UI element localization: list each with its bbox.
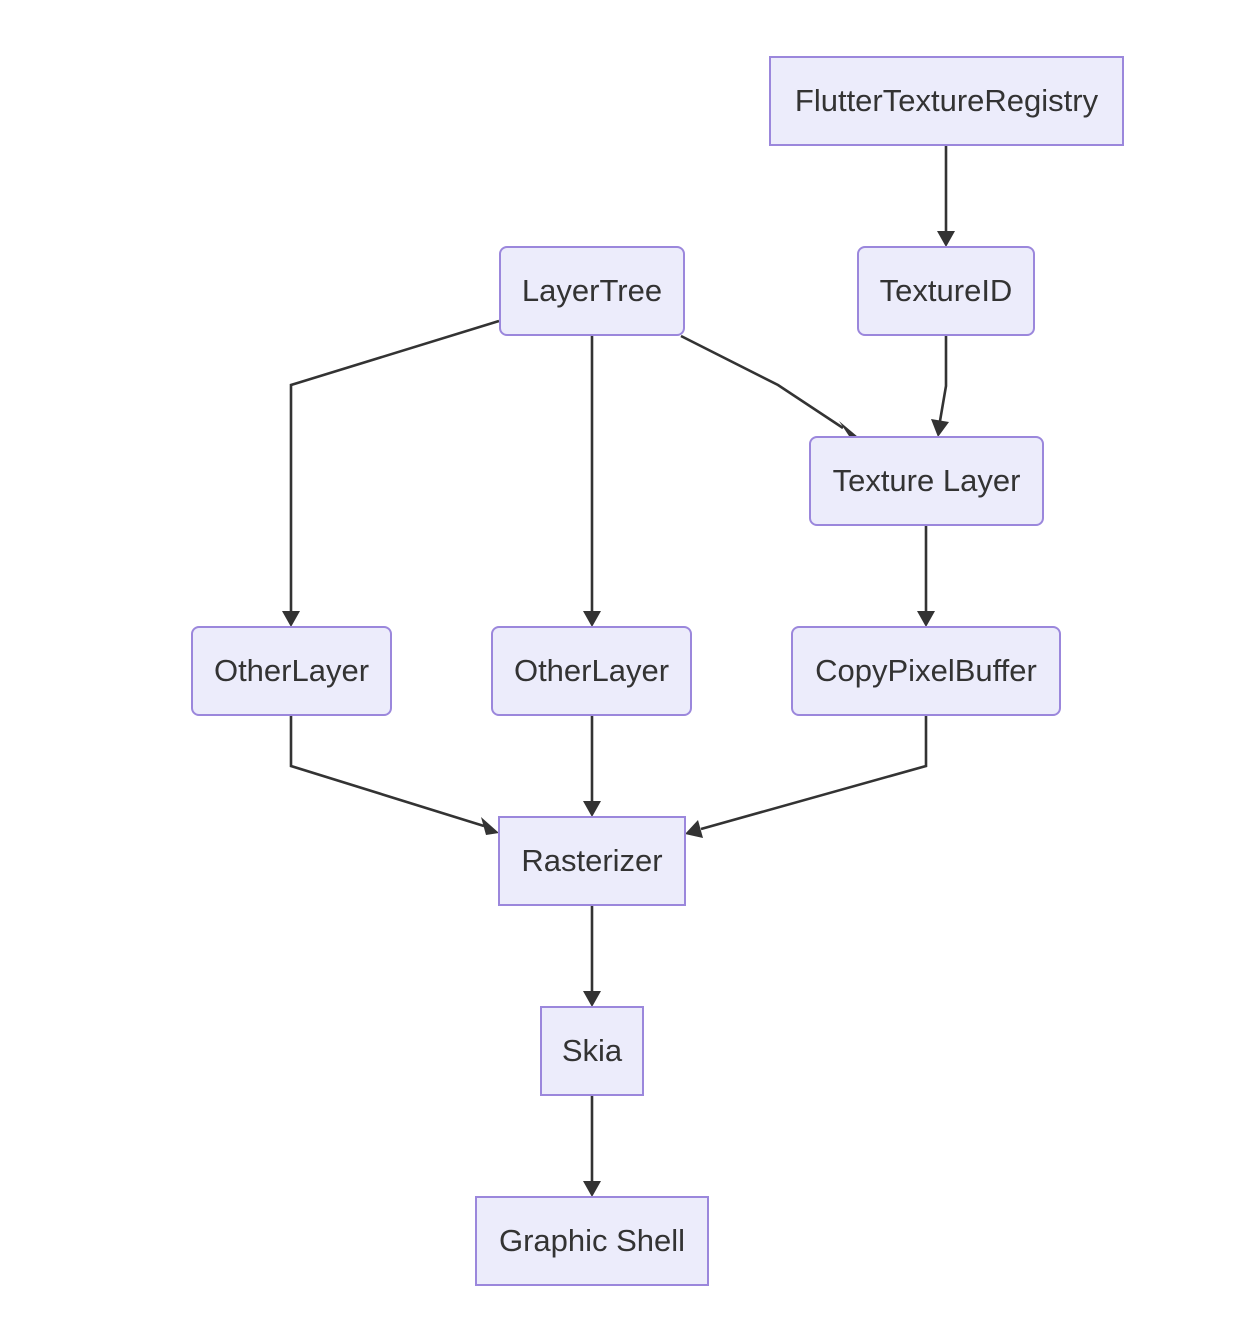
edge-rasterizer-to-skia (583, 906, 601, 1007)
edge-skia-to-graphicshell (583, 1096, 601, 1197)
node-texture-id: TextureID (857, 246, 1035, 336)
node-graphic-shell: Graphic Shell (475, 1196, 709, 1286)
edge-layertree-to-texturelayer (680, 334, 858, 437)
node-skia: Skia (540, 1006, 644, 1096)
edge-textureid-to-texturelayer (931, 336, 949, 437)
node-copy-pixel-buffer: CopyPixelBuffer (791, 626, 1061, 716)
node-texture-layer: Texture Layer (809, 436, 1044, 526)
edge-otherlayer-1-to-rasterizer (289, 716, 499, 835)
node-rasterizer: Rasterizer (498, 816, 686, 906)
edge-layertree-to-otherlayer-1 (282, 319, 500, 627)
node-other-layer-1: OtherLayer (191, 626, 392, 716)
edge-otherlayer-2-to-rasterizer (583, 716, 601, 817)
node-layer-tree: LayerTree (499, 246, 685, 336)
node-flutter-texture-registry: FlutterTextureRegistry (769, 56, 1124, 146)
edge-copypixelbuffer-to-rasterizer (685, 716, 928, 838)
edge-layertree-to-otherlayer-2 (583, 336, 601, 627)
edge-texturelayer-to-copypixelbuffer (917, 526, 935, 627)
node-other-layer-2: OtherLayer (491, 626, 692, 716)
edge-registry-to-textureid (937, 146, 955, 247)
